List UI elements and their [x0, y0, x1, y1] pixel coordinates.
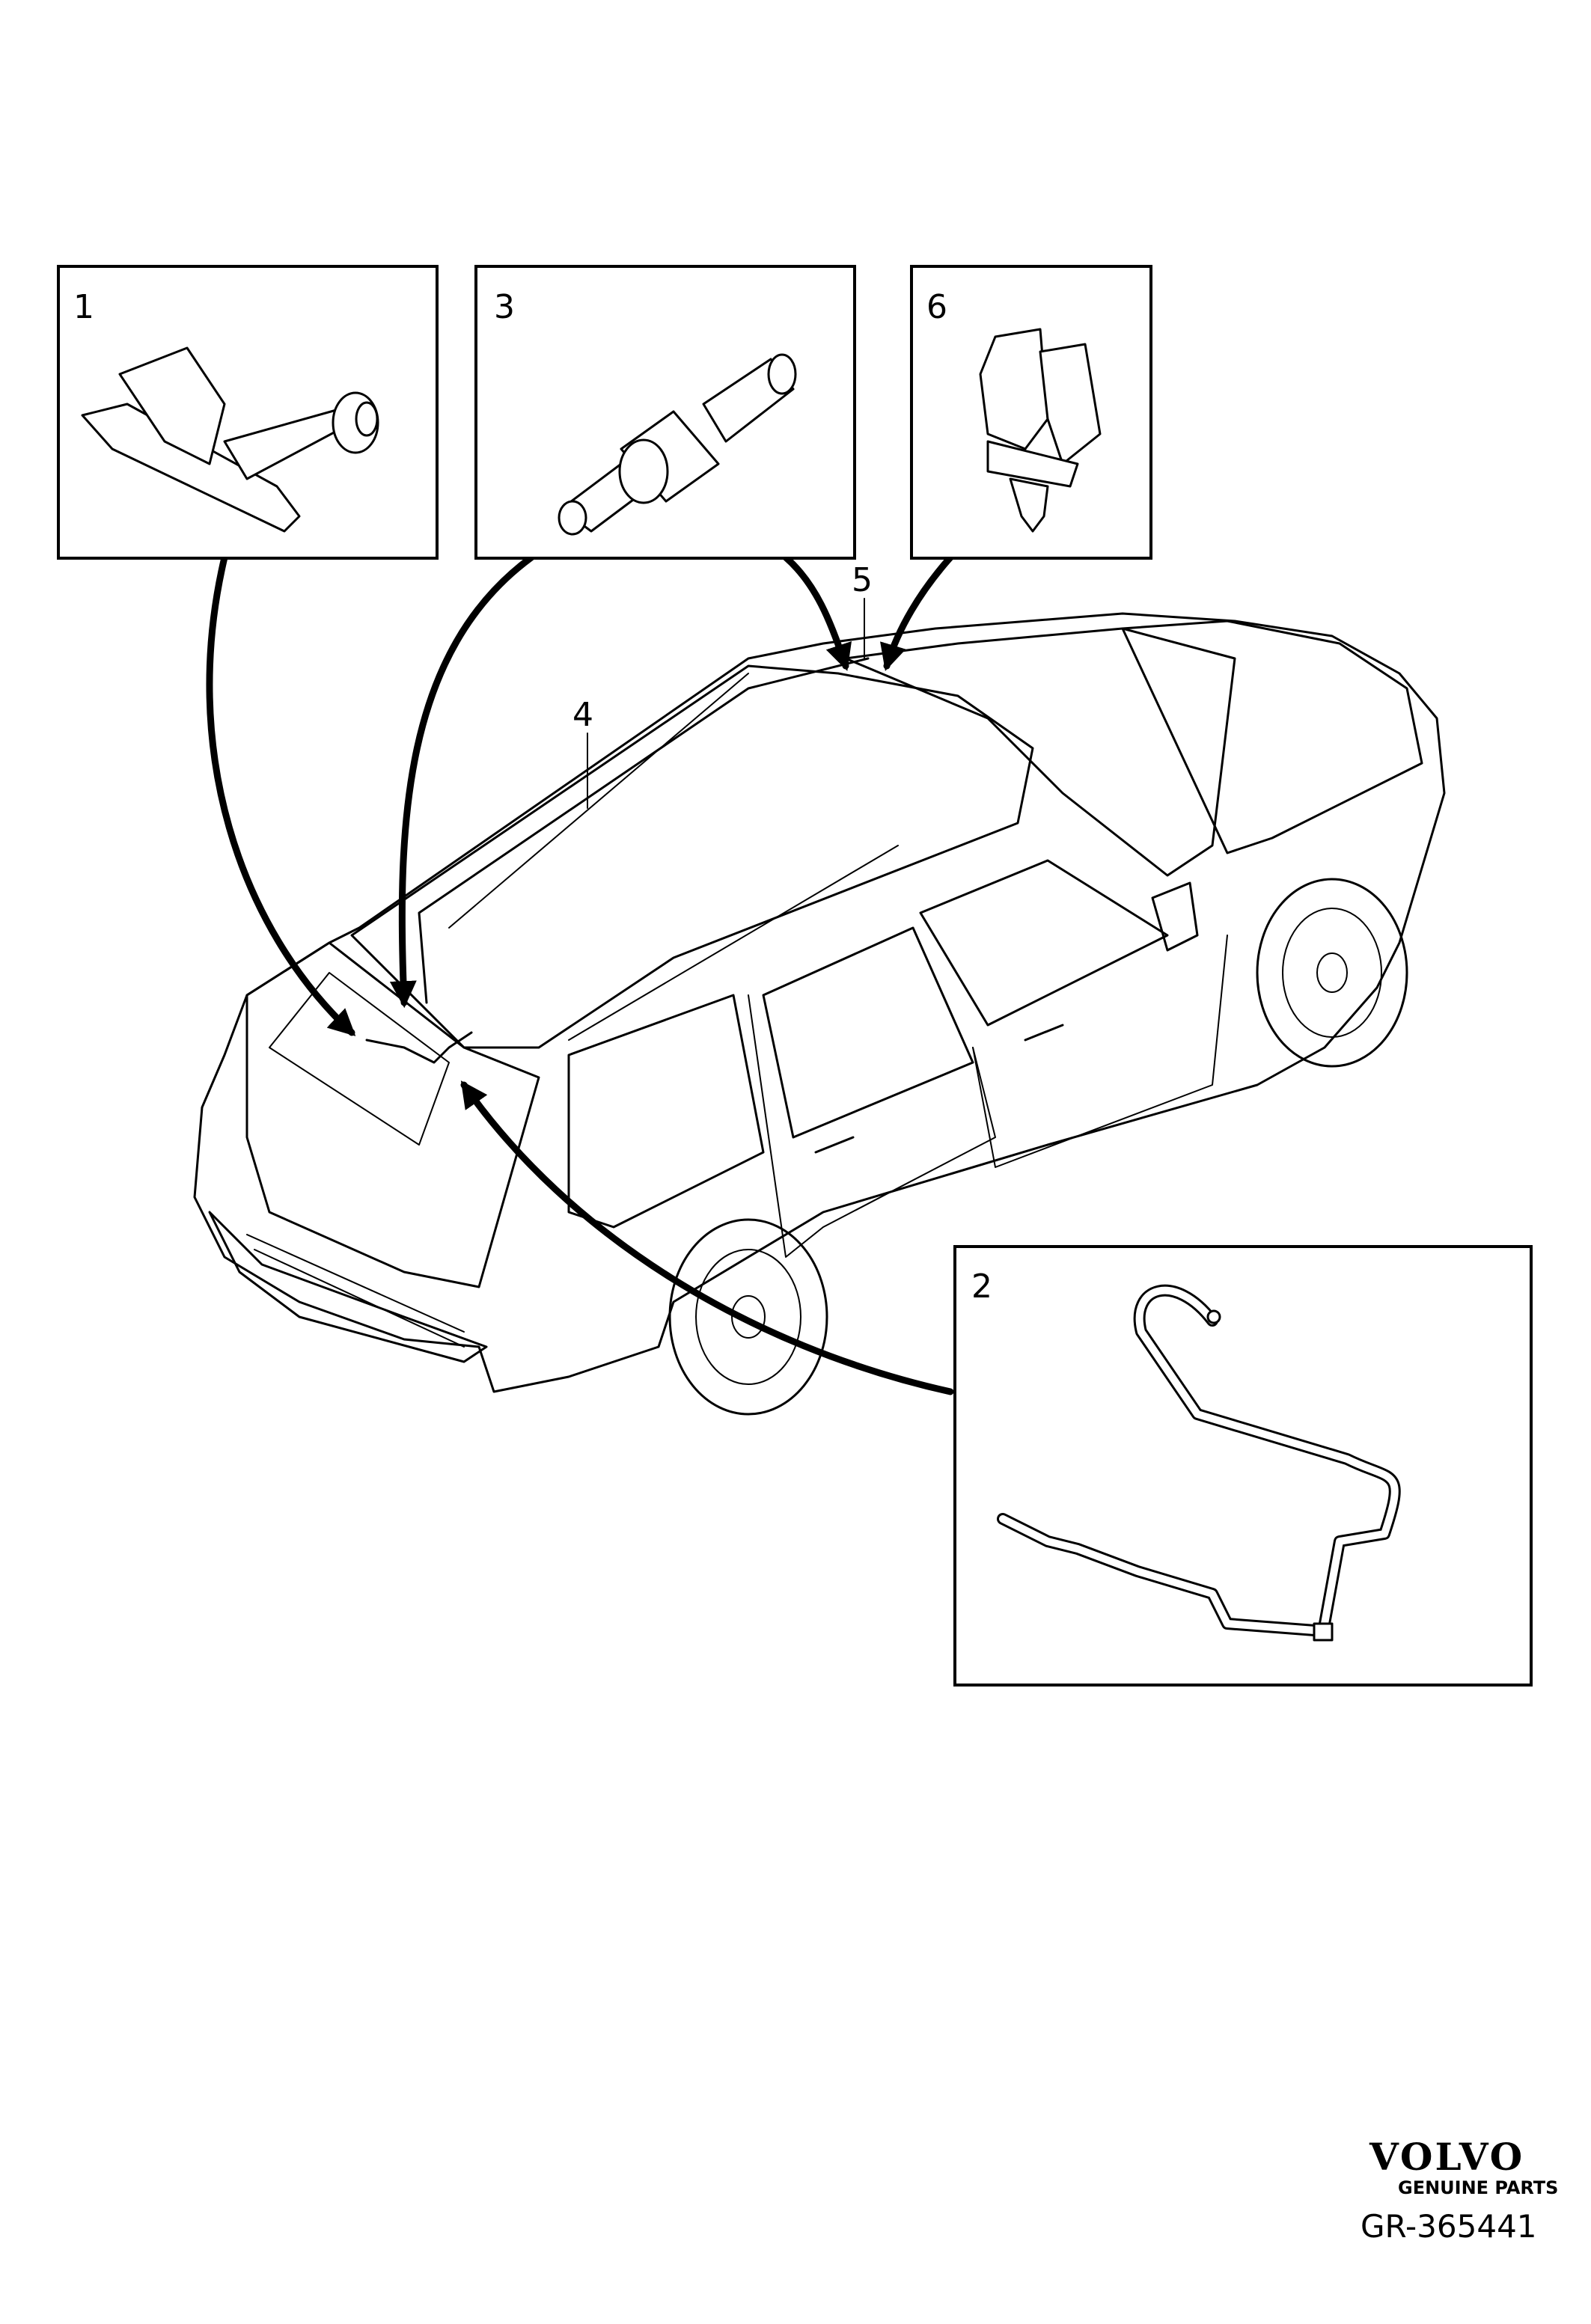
car-hood	[1121, 620, 1423, 854]
hose-clip-icon	[979, 328, 1102, 533]
car-front-door-window	[919, 859, 1169, 1027]
callout-4-label: 4	[572, 696, 593, 734]
box-part-1: 1	[57, 265, 439, 560]
car-rear-window	[567, 994, 765, 1229]
car-bumper-ribs	[246, 1234, 465, 1348]
rear-wheel	[668, 1218, 828, 1416]
roof-washer-hose	[418, 657, 870, 1004]
roof-rail	[448, 673, 899, 1041]
callout-6-label: 6	[926, 288, 947, 326]
box-part-3: 3	[474, 265, 856, 560]
arrow-part-6	[880, 554, 954, 671]
car-rear-door-window	[762, 926, 974, 1139]
car-rear-door	[748, 994, 996, 1258]
volvo-logo: VOLVO	[1369, 2135, 1524, 2179]
brand-block: VOLVO GENUINE PARTS GR-365441	[1361, 2135, 1558, 2245]
tailgate-hose-detail	[365, 1031, 473, 1064]
genuine-parts-tagline: GENUINE PARTS	[1398, 2177, 1558, 2198]
washer-hose-icon	[997, 1284, 1401, 1642]
side-mirror	[1151, 881, 1199, 952]
car-tailgate-window	[269, 972, 450, 1146]
car-front-door	[972, 935, 1228, 1168]
car-roof	[350, 664, 1034, 1049]
callout-2-label: 2	[971, 1268, 992, 1306]
diagram-reference: GR-365441	[1361, 2208, 1537, 2245]
car-body-outline	[193, 612, 1446, 1393]
washer-nozzle-icon	[81, 346, 379, 533]
car-illustration	[193, 612, 1446, 1416]
car-rear-bumper	[208, 1211, 488, 1363]
callout-3-label: 3	[494, 288, 515, 326]
front-wheel	[1256, 878, 1408, 1068]
callout-5-label: 5	[852, 561, 873, 599]
callout-1-label: 1	[73, 288, 94, 326]
box-2-frame	[953, 1245, 1533, 1687]
box-part-2: 2	[953, 1245, 1533, 1687]
rear-door-handle	[814, 1136, 855, 1154]
arrow-part-3-left	[389, 554, 535, 1009]
car-windshield	[844, 627, 1236, 877]
box-part-6: 6	[910, 265, 1152, 560]
car-tailgate	[245, 941, 540, 1288]
arrow-part-2	[460, 1080, 954, 1395]
callout-arrows	[206, 554, 954, 1395]
arrow-part-3-right	[782, 554, 852, 671]
arrow-part-1	[206, 554, 356, 1036]
front-door-handle	[1024, 1024, 1064, 1042]
hose-connector-icon	[558, 353, 797, 536]
box-3-frame	[474, 265, 856, 560]
